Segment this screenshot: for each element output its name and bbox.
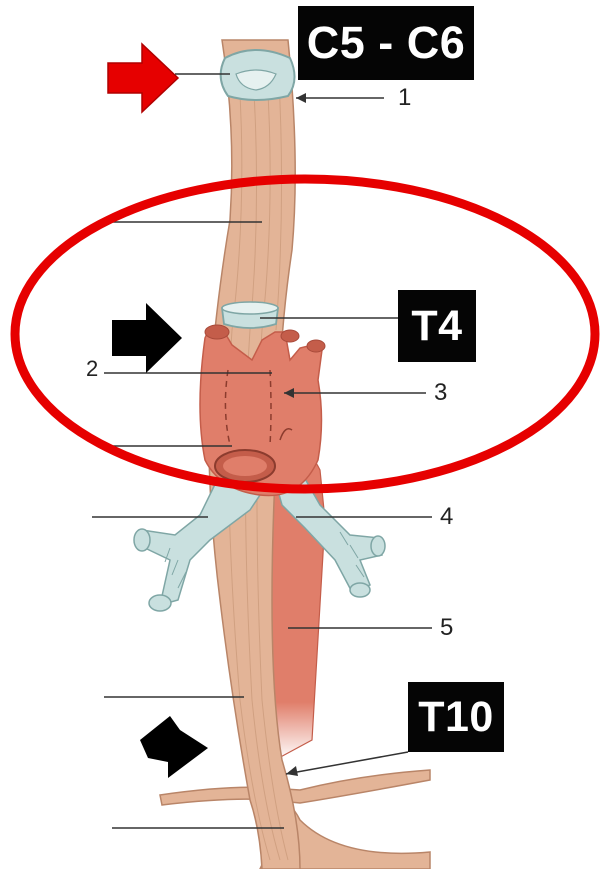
number-1: 1 <box>398 84 411 112</box>
black-arrow-icon-t4 <box>112 303 182 373</box>
label-t10: T10 <box>408 682 504 752</box>
label-t4: T4 <box>398 290 476 362</box>
number-3: 3 <box>434 379 447 407</box>
label-c5-c6: C5 - C6 <box>298 6 474 80</box>
red-arrow-icon <box>108 44 178 112</box>
number-2-clipped: 2 <box>86 356 98 382</box>
number-5: 5 <box>440 614 453 642</box>
number-4: 4 <box>440 503 453 531</box>
black-arrow-icon-t10 <box>140 716 208 778</box>
